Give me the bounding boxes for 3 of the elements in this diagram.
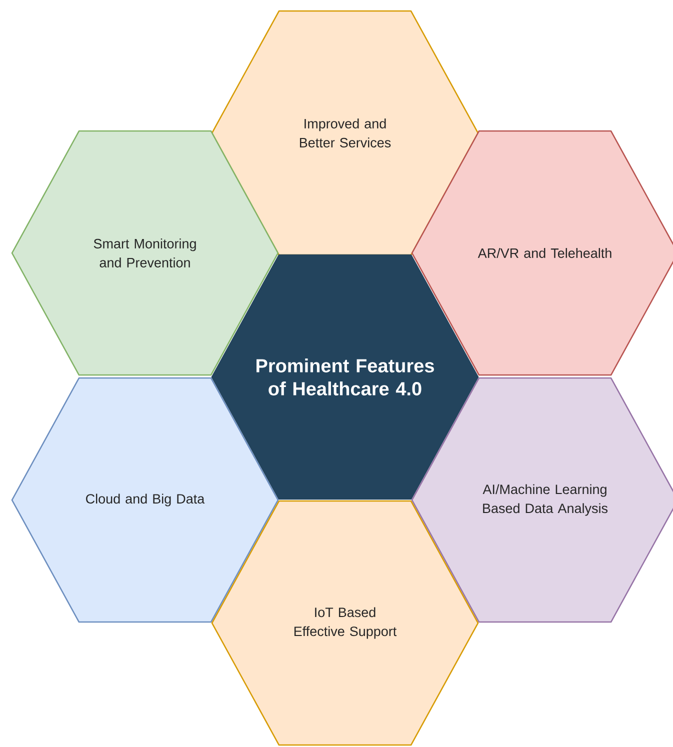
hexagon: Prominent Features of Healthcare 4.0 — [211, 254, 479, 500]
hexagon: IoT Based Effective Support — [211, 500, 479, 746]
hexagon: Improved and Better Services — [211, 10, 479, 256]
